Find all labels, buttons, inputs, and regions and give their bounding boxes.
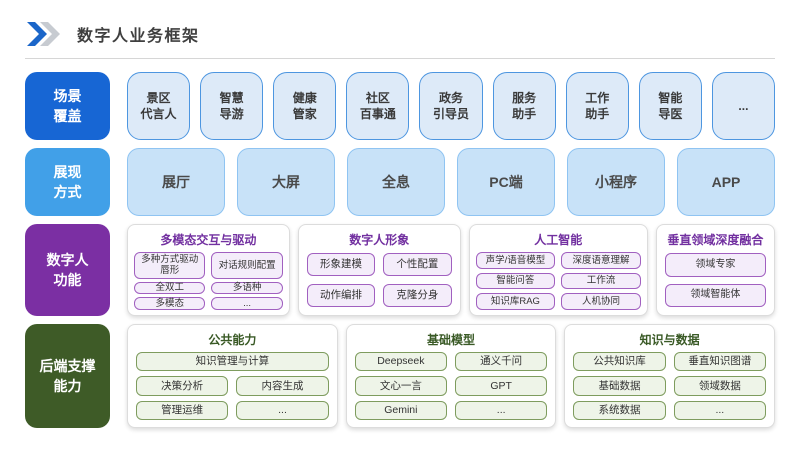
backend-item: 文心一言 [354, 376, 447, 396]
function-item: 声学/语音模型 [475, 252, 556, 269]
backend-item: 知识管理与计算 [136, 352, 329, 372]
display-item: 小程序 [567, 148, 665, 216]
function-group-multimodal: 多模态交互与驱动 多种方式驱动唇形对话规则配置全双工多语种多模态... [127, 224, 290, 316]
slide-header: 数字人业务框架 [25, 0, 775, 59]
backend-item: 管理运维 [136, 400, 229, 420]
display-item: PC端 [457, 148, 555, 216]
function-item: 对话规则配置 [211, 252, 283, 279]
backend-group-knowledge-data: 知识与数据 公共知识库垂直知识图谱基础数据领域数据系统数据... [564, 324, 776, 428]
scene-items: 景区 代言人智慧 导游健康 管家社区 百事通政务 引导员服务 助手工作 助手智能… [127, 72, 775, 140]
group-title: 知识与数据 [639, 333, 700, 347]
function-item: 领域专家 [664, 253, 767, 277]
scene-item: ... [711, 72, 775, 140]
function-item: 人机协同 [561, 293, 641, 310]
group-items: 领域专家领域智能体 [663, 252, 768, 310]
scene-item: 社区 百事通 [346, 72, 410, 140]
backend-item: 通义千问 [455, 352, 548, 372]
function-item: 工作流 [561, 272, 641, 290]
group-title: 数字人形象 [349, 233, 410, 247]
function-item: 个性配置 [383, 253, 452, 276]
backend-item: Gemini [354, 400, 447, 420]
function-item: 知识库RAG [475, 293, 556, 310]
group-title: 垂直领域深度融合 [667, 233, 764, 247]
backend-group-common-capability: 公共能力 知识管理与计算决策分析内容生成管理运维... [127, 324, 338, 428]
backend-item: 系统数据 [573, 400, 666, 420]
function-item: 动作编排 [306, 284, 376, 307]
backend-item: 决策分析 [136, 376, 229, 396]
function-item: 形象建模 [306, 253, 376, 276]
function-group-vertical: 垂直领域深度融合 领域专家领域智能体 [655, 224, 776, 316]
function-item: 多语种 [211, 281, 283, 295]
function-group-ai: 人工智能 声学/语音模型深度语意理解智能问答工作流知识库RAG 人机协同 [468, 224, 648, 316]
scene-coverage-label: 场景 覆盖 [25, 72, 110, 140]
digital-human-function-label: 数字人 功能 [25, 224, 110, 316]
group-title: 基础模型 [427, 333, 476, 347]
function-item: 多模态 [134, 297, 206, 310]
group-items: 知识管理与计算决策分析内容生成管理运维... [134, 352, 331, 422]
double-chevron-icon [27, 22, 60, 46]
scene-item: 智能 导医 [638, 72, 702, 140]
scene-item: 政务 引导员 [419, 72, 483, 140]
backend-item: ... [236, 400, 329, 420]
scene-item: 工作 助手 [565, 72, 629, 140]
function-item: 智能问答 [475, 272, 556, 290]
scene-item: 智慧 导游 [200, 72, 264, 140]
scene-coverage-row: 场景 覆盖 景区 代言人智慧 导游健康 管家社区 百事通政务 引导员服务 助手工… [25, 72, 775, 140]
function-item: 克隆分身 [383, 284, 452, 307]
backend-item: 基础数据 [573, 376, 666, 396]
display-item: APP [677, 148, 775, 216]
backend-item: Deepseek [354, 352, 447, 372]
group-items: Deepseek 通义千问文心一言 GPT Gemini... [353, 352, 550, 422]
backend-item: 公共知识库 [573, 352, 666, 372]
backend-item: ... [455, 400, 548, 420]
backend-item: 垂直知识图谱 [673, 352, 767, 372]
function-item: 多种方式驱动唇形 [134, 252, 206, 279]
display-item: 全息 [347, 148, 445, 216]
digital-human-function-row: 数字人 功能 多模态交互与驱动 多种方式驱动唇形对话规则配置全双工多语种多模态.… [25, 224, 776, 316]
function-item: ... [211, 297, 283, 310]
function-item: 深度语意理解 [561, 252, 641, 269]
scene-item: 服务 助手 [492, 72, 556, 140]
function-item: 领域智能体 [664, 283, 767, 307]
backend-support-row: 后端支撑 能力 公共能力 知识管理与计算决策分析内容生成管理运维... 基础模型… [25, 324, 776, 428]
display-item: 大屏 [237, 148, 335, 216]
group-items: 形象建模个性配置动作编排克隆分身 [305, 252, 454, 310]
backend-item: 领域数据 [673, 376, 767, 396]
backend-item: GPT [455, 376, 548, 396]
function-groups: 多模态交互与驱动 多种方式驱动唇形对话规则配置全双工多语种多模态... 数字人形… [127, 224, 776, 316]
group-title: 多模态交互与驱动 [160, 233, 257, 247]
group-title: 人工智能 [534, 233, 583, 247]
backend-item: 内容生成 [236, 376, 329, 396]
backend-group-base-models: 基础模型 Deepseek 通义千问文心一言 GPT Gemini... [345, 324, 557, 428]
scene-item: 健康 管家 [273, 72, 337, 140]
display-mode-label: 展现 方式 [25, 148, 110, 216]
backend-groups: 公共能力 知识管理与计算决策分析内容生成管理运维... 基础模型 Deepsee… [127, 324, 776, 428]
function-group-avatar: 数字人形象 形象建模个性配置动作编排克隆分身 [297, 224, 461, 316]
function-item: 全双工 [134, 281, 206, 295]
group-items: 声学/语音模型深度语意理解智能问答工作流知识库RAG 人机协同 [475, 252, 641, 310]
group-items: 公共知识库垂直知识图谱基础数据领域数据系统数据... [571, 352, 768, 422]
backend-support-label: 后端支撑 能力 [25, 324, 110, 428]
scene-item: 景区 代言人 [127, 72, 191, 140]
group-items: 多种方式驱动唇形对话规则配置全双工多语种多模态... [134, 252, 283, 310]
page-title: 数字人业务框架 [77, 28, 200, 45]
backend-item: ... [673, 400, 767, 420]
group-title: 公共能力 [208, 333, 257, 347]
display-item: 展厅 [127, 148, 225, 216]
